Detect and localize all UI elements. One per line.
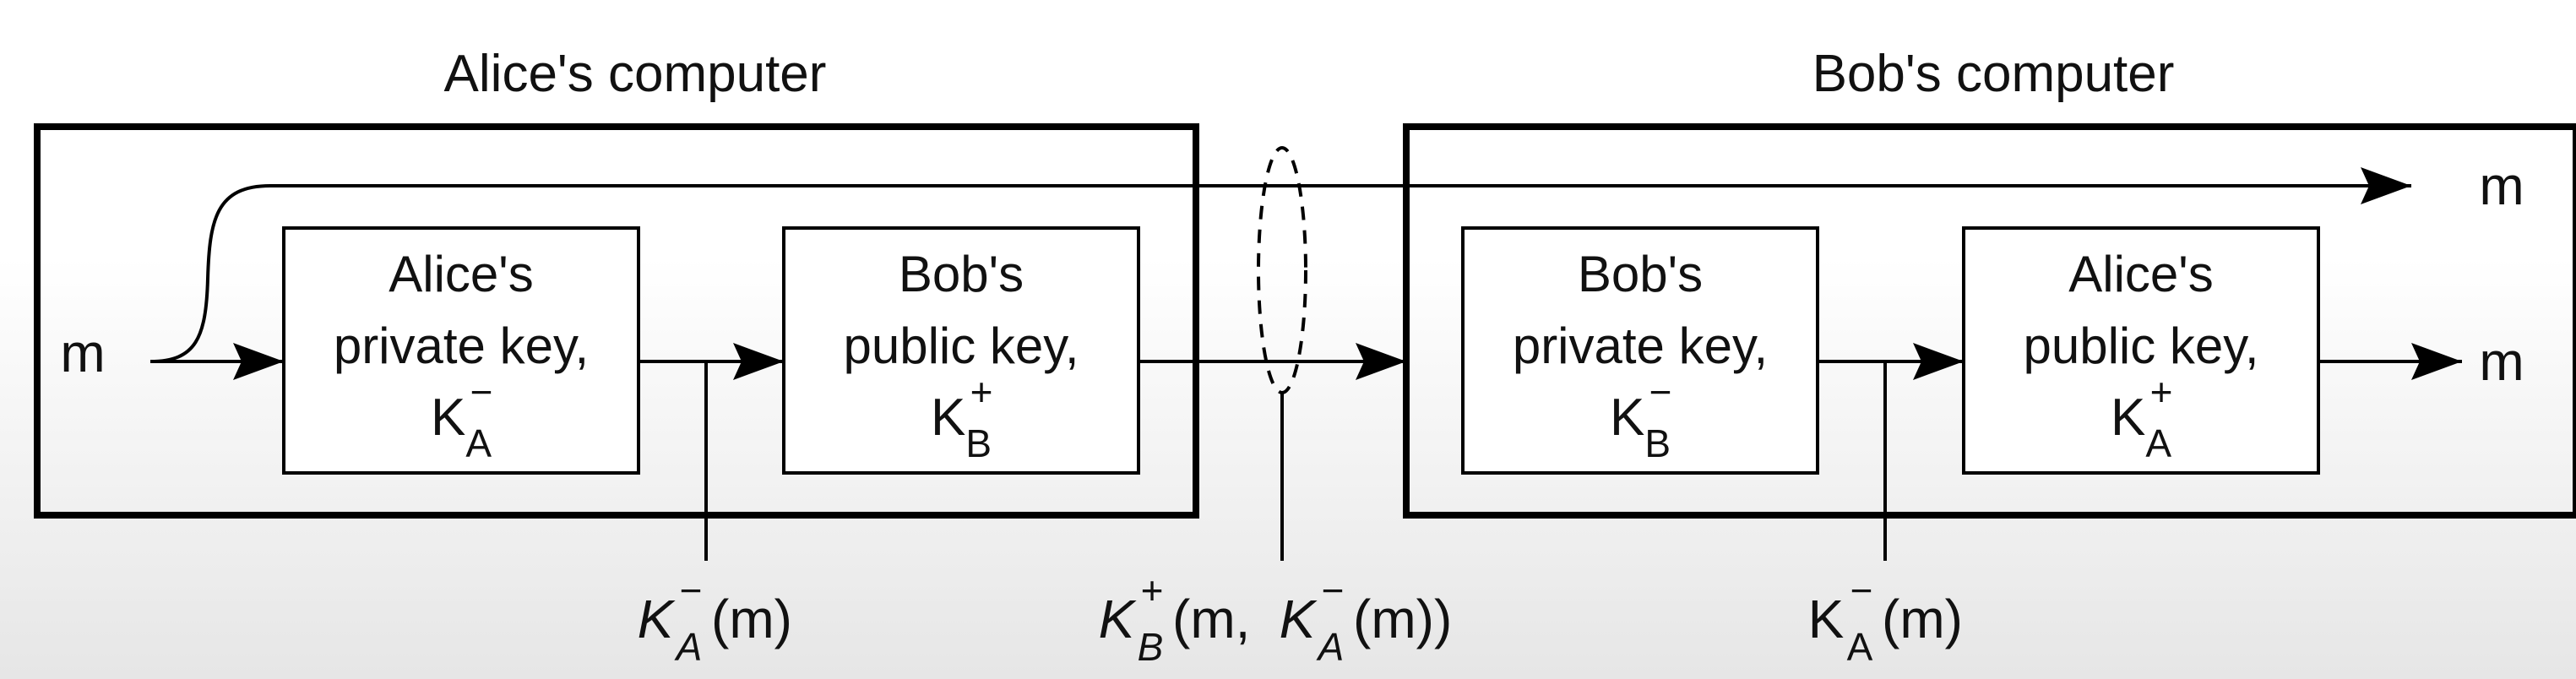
alice-computer-title: Alice's computer	[444, 45, 827, 103]
bob-public-key-box	[782, 226, 1140, 475]
svg-text:A: A	[1316, 625, 1345, 669]
svg-text:−: −	[1649, 370, 1672, 414]
svg-text:KA: KA	[431, 388, 492, 465]
bob-private-key-box	[1461, 226, 1819, 475]
svg-text:public key,: public key,	[2023, 318, 2258, 374]
recovered-signature-annotation: K A − (m)	[1808, 568, 1963, 669]
svg-text:K: K	[1280, 589, 1318, 649]
svg-text:(m,: (m,	[1172, 589, 1250, 649]
svg-text:private key,: private key,	[1513, 318, 1768, 374]
svg-text:+: +	[2150, 370, 2173, 414]
svg-text:Bob's: Bob's	[899, 246, 1024, 302]
svg-text:Bob's: Bob's	[1578, 246, 1703, 302]
svg-text:Alice's: Alice's	[2068, 246, 2214, 302]
svg-text:B: B	[1138, 625, 1164, 669]
svg-text:+: +	[1141, 568, 1164, 612]
signed-message-annotation: K A − (m)	[638, 568, 792, 669]
svg-text:−: −	[1850, 568, 1873, 612]
svg-text:(m)): (m))	[1353, 589, 1452, 649]
svg-text:private key,: private key,	[334, 318, 589, 374]
svg-text:KA: KA	[2111, 388, 2171, 465]
bob-private-key-label: Bob's private key, KB −	[1513, 246, 1768, 465]
svg-text:KB: KB	[1610, 388, 1671, 465]
encrypted-message-annotation: K B + (m, K A − (m))	[1099, 568, 1453, 669]
svg-text:K: K	[638, 589, 677, 649]
svg-text:Alice's: Alice's	[389, 246, 534, 302]
input-message-label: m	[60, 323, 105, 383]
svg-text:KB: KB	[931, 388, 992, 465]
alice-public-key-label: Alice's public key, KA +	[2023, 246, 2258, 465]
svg-text:public key,: public key,	[843, 318, 1079, 374]
bob-computer-frame	[1403, 123, 2576, 519]
svg-text:K: K	[1099, 589, 1138, 649]
bob-computer-title: Bob's computer	[1812, 45, 2175, 103]
svg-text:−: −	[680, 568, 703, 612]
alice-computer-frame	[34, 123, 1199, 519]
svg-text:(m): (m)	[1882, 589, 1963, 649]
svg-text:(m): (m)	[711, 589, 792, 649]
svg-text:+: +	[970, 370, 993, 414]
alice-private-key-label: Alice's private key, KA −	[334, 246, 589, 465]
svg-text:−: −	[470, 370, 493, 414]
svg-text:A: A	[1847, 625, 1873, 669]
bob-public-key-label: Bob's public key, KB +	[843, 246, 1079, 465]
output-message-top-label: m	[2479, 155, 2524, 216]
svg-text:A: A	[674, 625, 703, 669]
alice-public-key-box	[1962, 226, 2320, 475]
plaintext-bypass-line	[149, 167, 2411, 363]
svg-text:−: −	[1322, 568, 1345, 612]
output-message-bottom-label: m	[2479, 331, 2524, 392]
svg-text:K: K	[1808, 589, 1845, 649]
alice-private-key-box	[282, 226, 640, 475]
